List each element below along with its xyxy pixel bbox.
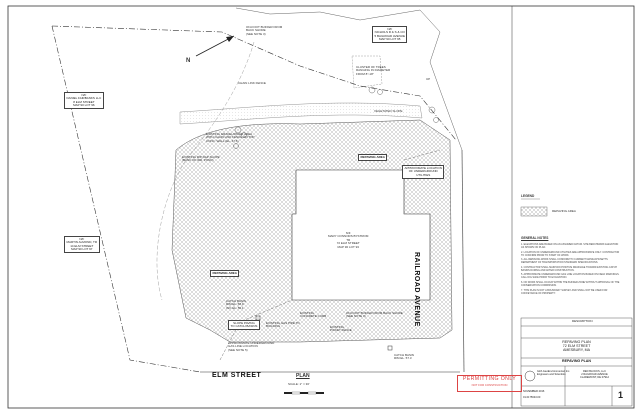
existing-curb-label: EXISTING CONCRETE CURB <box>300 311 327 319</box>
general-note: 2. LOCATION OF UNDERGROUND UTILITIES ARE… <box>521 250 620 257</box>
revision-header: DESCRIPTION <box>572 319 593 323</box>
abutter-tag-right: N/F NICHOLS R & S & CO 5 BAILROAD AVENUE… <box>372 26 408 44</box>
building-label: N/F MARY CONNORS BYSTROM TR 72 ELM STREE… <box>328 231 369 249</box>
plan-title: PLAN <box>296 373 310 379</box>
stamp-line-1: PERMITTING ONLY <box>462 376 517 382</box>
tree-cluster-label: CLUSTER OF TREES RANGING IN DIAMETER FRO… <box>356 65 391 76</box>
slope-paving-label: SLOPE PAVING TO CATCH BASINS <box>228 320 260 331</box>
catch-basin-symbol-2 <box>387 345 393 351</box>
trees <box>233 86 439 149</box>
title-block-frame <box>520 317 633 407</box>
sheet-number: 1 <box>618 390 624 400</box>
chain-link-label: CHAIN LINK FENCE <box>238 81 266 85</box>
client-info: RED BLOCKS, LLC 2 RAILROAD AVENUE CLAREM… <box>580 370 609 379</box>
plan-title-block: REPAVING PLAN 72 ELM STREET AMESBURY, MA <box>562 340 591 352</box>
approx-gas-label: APPROXIMATE UNDERGROUND GAS LINE LOCATIO… <box>228 341 275 352</box>
stamp-line-2: NOT FOR CONSTRUCTION <box>471 382 508 387</box>
general-note: 3. ALL REPAVING WORK SHALL CONFORM TO CU… <box>521 258 608 265</box>
existing-fence-label: EXISTING PICKET FENCE <box>330 325 352 333</box>
legend-swatch <box>520 206 548 217</box>
vegetated-slope-label: VEGETATED SLOPE <box>374 109 403 113</box>
company-name: GZA GeoEnvironmental, Inc. Engineers and… <box>537 370 571 376</box>
sheet-title: REPAVING PLAN <box>561 359 592 363</box>
sheet-border <box>7 5 635 409</box>
property-line-top <box>51 25 457 141</box>
general-note: 5. APPROXIMATE UNDERGROUND GAS LINE LOCA… <box>521 273 620 280</box>
general-note: 6. NO WORK SHALL OCCUR WITHIN THE BUFFER… <box>521 280 620 287</box>
buffer-line <box>156 41 255 301</box>
gravel-area-label: EXISTING GRAVEL/PAVED AREA WITH CHAIN LI… <box>206 132 255 143</box>
buffer-top-label: ON-FOOT BUFFER FROM BACK SHORE (SEE NOTE… <box>246 25 283 36</box>
general-note: 4. CONTRACTOR SHALL MAINTAIN POSITIVE DR… <box>521 265 618 272</box>
property-line-left <box>51 25 201 373</box>
tree-cluster-outline <box>351 55 383 89</box>
repaving-area-label-top: REPAVING AREA <box>358 154 388 161</box>
utility-pole-label: UP <box>426 77 431 81</box>
abutter-tag-left-mid: N/F MARTIN ALMOND, TR 14 ELM STREET MAP … <box>64 236 100 254</box>
project-number: 01.0175643.00 <box>523 396 541 399</box>
underground-utilities <box>403 149 441 161</box>
scale-bar <box>284 391 324 395</box>
approx-utilities-label: APPROXIMATE LOCATION OF UNDERGROUND UTIL… <box>402 165 445 179</box>
general-notes-title: GENERAL NOTES <box>521 236 549 240</box>
legend-title: LEGEND <box>521 194 535 198</box>
plan-scale: SCALE: 1" = 30' <box>288 382 310 386</box>
building-footprint <box>291 169 431 301</box>
catch-basin-label-2: CATCH BASIN RIM EL. 57.3 <box>394 353 414 361</box>
catch-basin-label: CATCH BASIN RIM EL. 58.9 INV. EL. 55.1 <box>226 299 246 310</box>
railroad-avenue-label: RAILROAD AVENUE <box>413 252 420 327</box>
railroad-edge <box>235 7 463 151</box>
buffer-bottom-label: ON-FOOT BUFFER FROM BACK SHORE (SEE NOTE… <box>346 311 403 319</box>
abutter-tag-left-top: N/F DANIEL FAIRBANKS LLC 8 ELM STREET MA… <box>64 92 104 110</box>
general-notes-list: 1. ELEVATIONS ARE BASED ON AN ASSUMED DA… <box>521 243 621 296</box>
general-note: 1. ELEVATIONS ARE BASED ON AN ASSUMED DA… <box>521 243 619 249</box>
riprap-label: EXISTING RIP RAP SLOPE (BANK OF IRR. PON… <box>182 155 220 163</box>
legend-repaving-label: REPAVING AREA <box>552 209 576 213</box>
north-letter: N <box>186 58 191 64</box>
permitting-stamp: PERMITTING ONLY NOT FOR CONSTRUCTION <box>457 375 522 392</box>
elm-street-label: ELM STREET <box>212 372 262 379</box>
general-note: 7. THIS PLAN IS NOT A BOUNDARY SURVEY AN… <box>521 288 608 295</box>
repaving-area-label-left: REPAVING AREA <box>210 270 240 277</box>
north-arrow-head <box>226 36 234 42</box>
title-date: NOVEMBER 2016 <box>523 390 545 393</box>
vegetated-slope <box>179 102 423 125</box>
existing-gas-label: EXISTING GAS PIPE TO BUILDING <box>266 321 300 329</box>
railroad-avenue-edge <box>461 149 465 373</box>
gza-logo-mark <box>524 370 536 382</box>
